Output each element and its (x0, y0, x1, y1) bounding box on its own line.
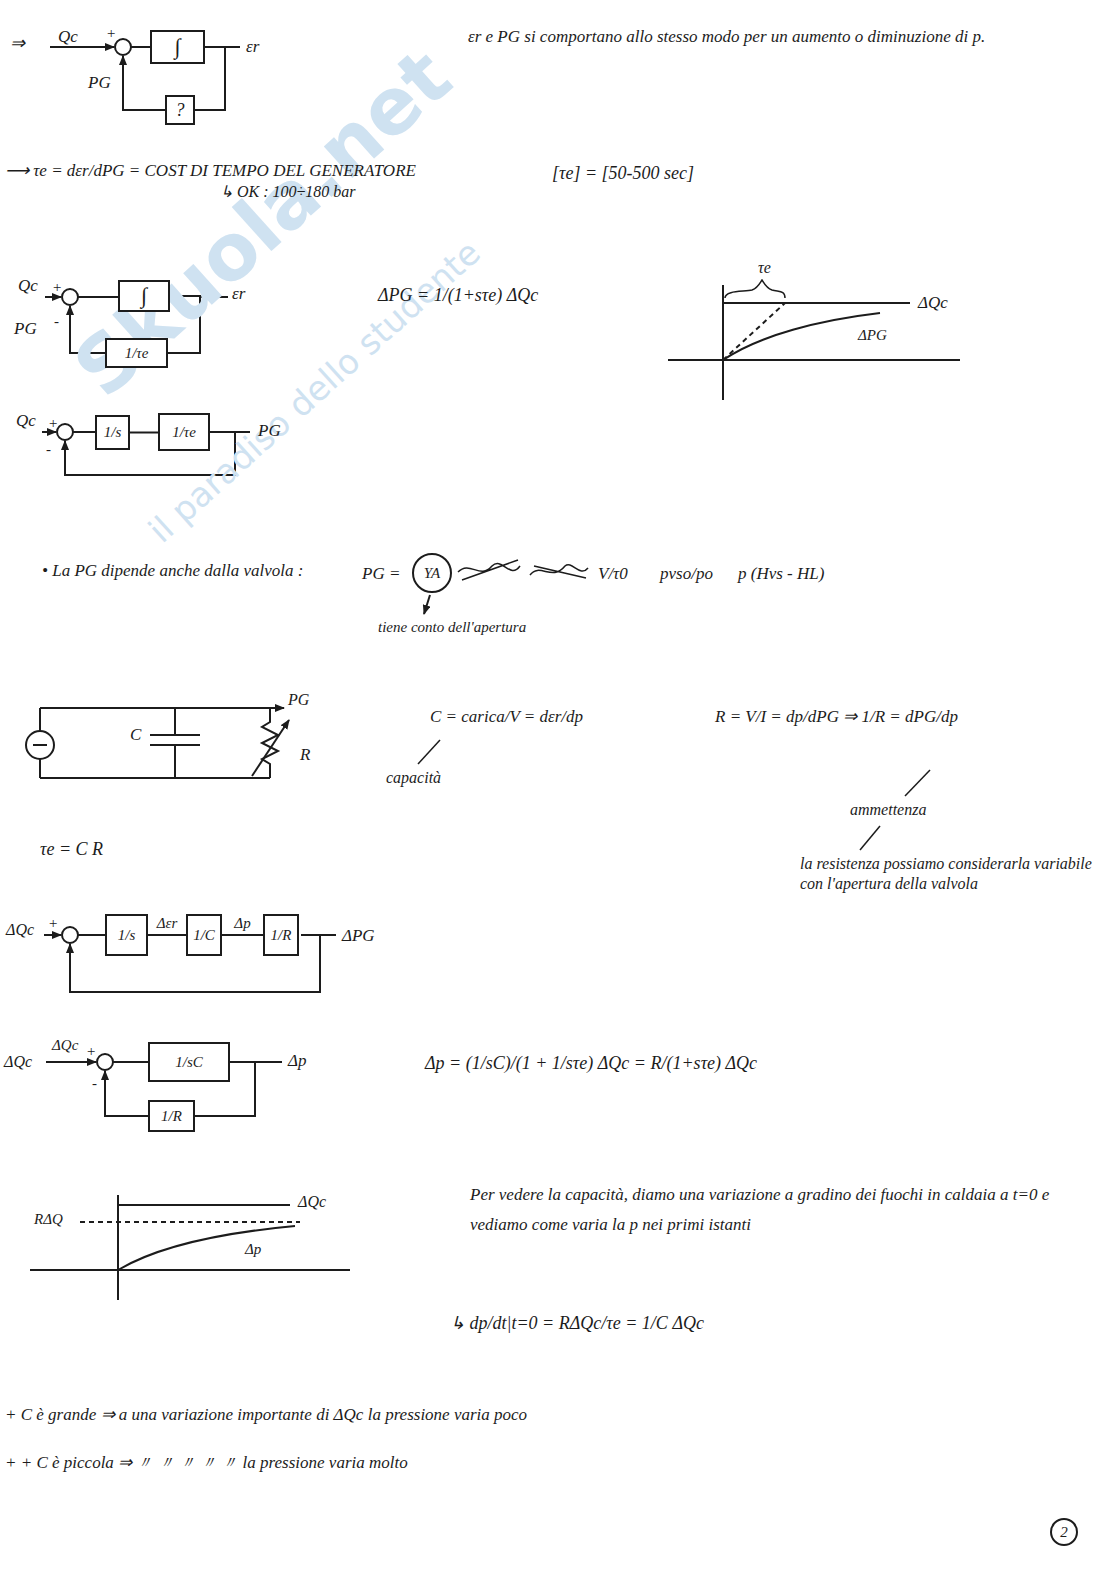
note-text: PG (14, 318, 37, 339)
block-text: 1/R (161, 1108, 182, 1125)
note-text: ΔQc (918, 292, 948, 313)
note-text: εr e PG si comportano allo stesso modo p… (468, 20, 998, 54)
note-text: ΔQc (6, 920, 34, 940)
note-text: - (92, 1074, 97, 1093)
note-text: Qc (58, 26, 78, 47)
circled-symbol: 2 (1050, 1518, 1078, 1546)
note-text: - (54, 312, 59, 331)
note-text: p (Hvs - HL) (738, 563, 824, 584)
note-text: pvso/po (660, 563, 713, 584)
note-text: Δp (245, 1240, 261, 1259)
signal-name: Δεr (155, 915, 180, 932)
note-text: + (52, 278, 62, 297)
signal-line (130, 432, 158, 434)
note-text: ammettenza (850, 800, 926, 820)
note-text: ΔQc (298, 1192, 326, 1212)
note-text: PG (258, 420, 281, 441)
note-text: Δp = (1/sC)/(1 + 1/sτe) ΔQc = R/(1+sτe) … (425, 1052, 757, 1075)
note-text: + + C è piccola ⇒ 〃 〃 〃 〃 〃 la pressione… (5, 1452, 408, 1473)
circled-symbol: YA (412, 553, 452, 593)
note-text: + (48, 414, 58, 433)
note-text: R (300, 744, 310, 765)
block-text: 1/sC (175, 1054, 203, 1071)
block-text: 1/τe (172, 424, 196, 441)
note-text: ↳ OK : 100÷180 bar (220, 182, 356, 202)
block-text: 1/s (118, 927, 136, 944)
note-text: εr (246, 36, 259, 57)
block-text: 1/C (193, 927, 215, 944)
note-text: PG (88, 72, 111, 93)
block-text: YA (424, 565, 440, 582)
note-text: V/τ0 (598, 563, 628, 584)
note-text: ⇒ (10, 32, 25, 55)
note-text: ΔPG = 1/(1+sτe) ΔQc (378, 284, 538, 307)
note-text: ΔPG (858, 326, 887, 345)
block-text: ? (176, 100, 185, 121)
note-text: + (86, 1042, 96, 1061)
note-text: Δp (288, 1050, 306, 1071)
note-text: Qc (18, 275, 38, 296)
transfer-block: 1/R (148, 1100, 195, 1132)
note-text: ΔQc (52, 1036, 78, 1055)
transfer-block: 1/s (105, 914, 148, 956)
note-text: + (48, 914, 58, 933)
note-text: C (130, 724, 141, 745)
note-text: PG = (362, 563, 400, 584)
note-text: ⟶ τe = dεr/dPG = COST DI TEMPO DEL GENER… (5, 160, 416, 181)
note-text: τe (758, 258, 771, 278)
block-text: 1/R (271, 927, 292, 944)
note-text: - (46, 440, 51, 459)
note-text: capacità (386, 768, 441, 788)
note-text: R = V/I = dp/dPG ⇒ 1/R = dPG/dp (715, 706, 958, 727)
signal-line (222, 934, 263, 936)
block-text: ∫ (174, 34, 180, 60)
transfer-block: ∫ (118, 280, 170, 312)
signal-name: Δp (232, 915, 252, 932)
note-text: PG (288, 690, 309, 710)
block-text: 2 (1060, 1524, 1068, 1541)
signal-line (148, 934, 186, 936)
note-text: la resistenza possiamo considerarla vari… (800, 854, 1100, 894)
transfer-block: 1/τe (158, 413, 210, 451)
transfer-block: ? (165, 95, 195, 125)
note-text: Qc (16, 410, 36, 431)
note-text: + (106, 24, 116, 43)
transfer-block: 1/s (95, 415, 130, 450)
note-text: • La PG dipende anche dalla valvola : (42, 560, 303, 581)
note-text: τe = C R (40, 838, 103, 861)
note-text: ↳ dp/dt|t=0 = RΔQc/τe = 1/C ΔQc (450, 1312, 704, 1335)
note-text: [τe] = [50-500 sec] (552, 162, 694, 185)
note-text: C = carica/V = dεr/dp (430, 706, 583, 727)
note-text: + C è grande ⇒ a una variazione importan… (5, 1404, 527, 1425)
block-text: 1/s (104, 424, 122, 441)
transfer-block: 1/C (186, 914, 222, 956)
note-text: RΔQ (34, 1210, 63, 1229)
note-text: ΔPG (342, 925, 375, 946)
transfer-block: 1/τe (105, 338, 168, 368)
transfer-block: ∫ (150, 30, 205, 64)
block-text: 1/τe (125, 345, 149, 362)
block-text: ∫ (141, 283, 147, 309)
note-text: tiene conto dell'apertura (378, 618, 528, 637)
note-text: εr (232, 283, 245, 304)
note-text: ΔQc (4, 1052, 32, 1072)
note-text: Per vedere la capacità, diamo una variaz… (470, 1180, 1070, 1240)
transfer-block: 1/sC (148, 1042, 230, 1082)
transfer-block: 1/R (263, 914, 299, 956)
